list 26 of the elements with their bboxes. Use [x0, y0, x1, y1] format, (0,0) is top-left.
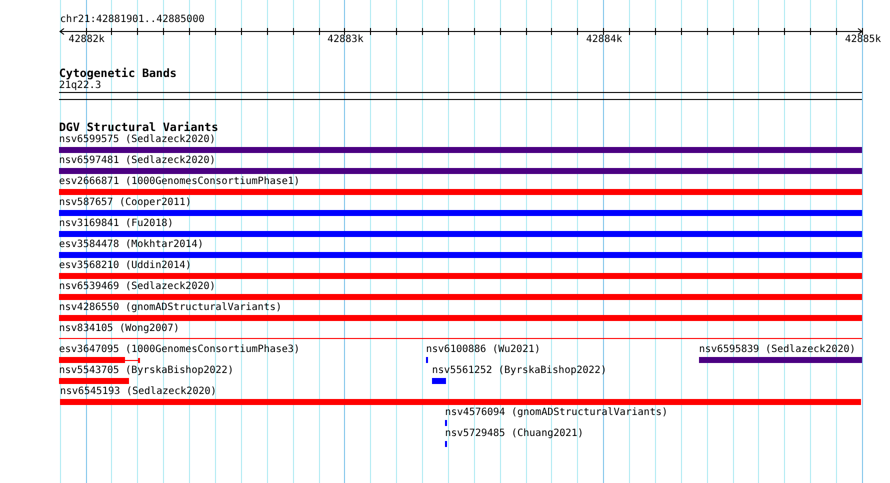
track-title: DGV Structural Variants: [59, 121, 218, 133]
variant-label: esv3647095 (1000GenomesConsortiumPhase3): [59, 344, 300, 356]
band-name: 21q22.3: [59, 80, 102, 92]
variant-label: esv3584478 (Mokhtar2014): [59, 239, 204, 251]
tick-label: 42883k: [327, 34, 364, 46]
variant-label: nsv4576094 (gnomADStructuralVariants): [445, 407, 668, 419]
variant-label: nsv4286550 (gnomADStructuralVariants): [59, 302, 282, 314]
variant-label: nsv6597481 (Sedlazeck2020): [59, 155, 216, 167]
variant-label: nsv6539469 (Sedlazeck2020): [59, 281, 216, 293]
variant-label: nsv6599575 (Sedlazeck2020): [59, 134, 216, 146]
location-label: chr21:42881901..42885000: [60, 14, 204, 26]
variant-label: nsv6545193 (Sedlazeck2020): [60, 386, 217, 398]
variant-label: nsv5729485 (Chuang2021): [445, 428, 584, 440]
variant-label: esv3568210 (Uddin2014): [59, 260, 192, 272]
tick-label: 42884k: [586, 34, 622, 46]
tick-label: 42885k: [844, 34, 882, 46]
tick-label: 42882k: [68, 34, 105, 46]
variant-label: nsv834105 (Wong2007): [59, 323, 180, 335]
variant-label: nsv6595839 (Sedlazeck2020): [699, 344, 856, 356]
variant-label: nsv5561252 (ByrskaBishop2022): [432, 365, 607, 377]
variant-label: esv2666871 (1000GenomesConsortiumPhase1): [59, 176, 300, 188]
variant-label: nsv3169841 (Fu2018): [59, 218, 174, 230]
track-title: Cytogenetic Bands: [59, 67, 177, 79]
variant-label: nsv587657 (Cooper2011): [59, 197, 192, 209]
variant-label: nsv6100886 (Wu2021): [426, 344, 540, 356]
variant-label: nsv5543705 (ByrskaBishop2022): [59, 365, 234, 377]
